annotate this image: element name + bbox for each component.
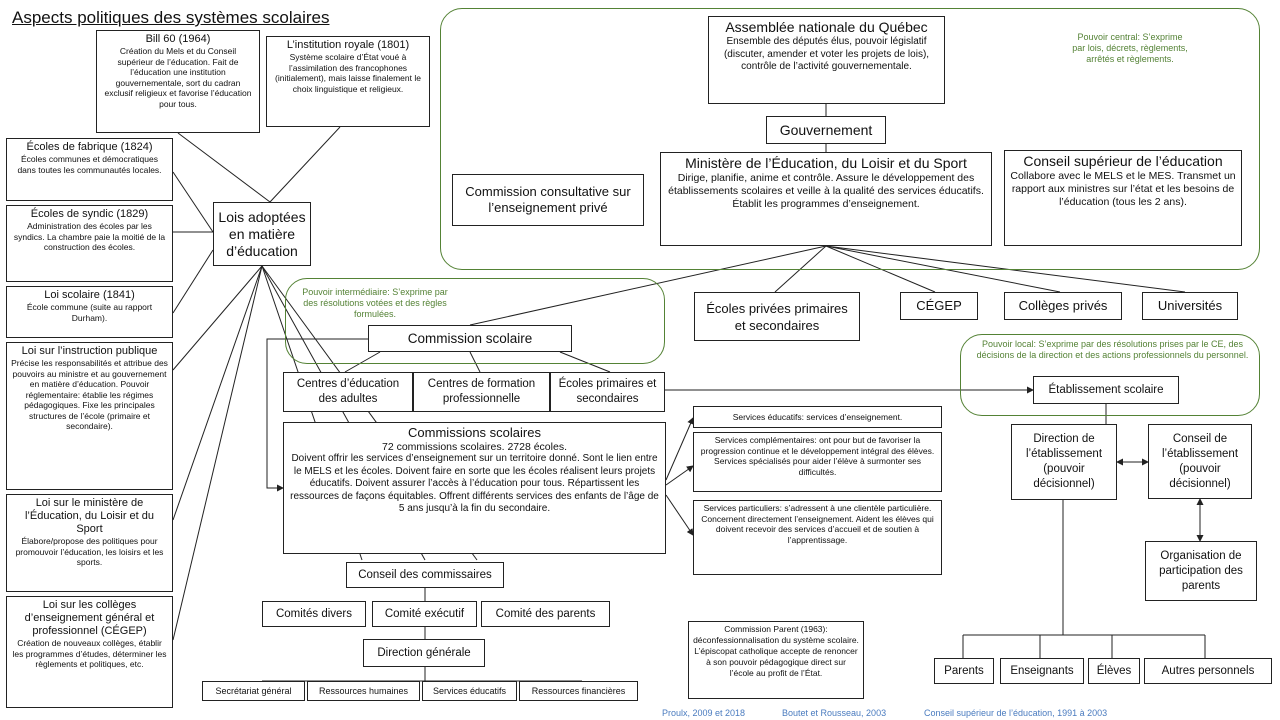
intermediate-power-note: Pouvoir intermédiaire: S’exprime par des… (302, 287, 448, 319)
law-ecoles-fabrique: Écoles de fabrique (1824) Écoles commune… (6, 138, 173, 201)
citation-conseil: Conseil supérieur de l’éducation, 1991 à… (924, 708, 1108, 718)
law-cegep: Loi sur les collèges d’enseignement géné… (6, 596, 173, 708)
direction-generale: Direction générale (363, 639, 485, 667)
etablissement-scolaire: Établissement scolaire (1033, 376, 1179, 404)
secretariat-general: Secrétariat général (202, 681, 305, 701)
central-power-note: Pouvoir central: S’exprime par lois, déc… (1072, 32, 1188, 64)
law-institution-royale: L’institution royale (1801) Système scol… (266, 36, 430, 127)
local-power-note: Pouvoir local: S’exprime par des résolut… (976, 339, 1249, 360)
ministere-education: Ministère de l’Éducation, du Loisir et d… (660, 152, 992, 246)
law-bill-60: Bill 60 (1964) Création du Mels et du Co… (96, 30, 260, 133)
law-loi-scolaire: Loi scolaire (1841) École commune (suite… (6, 286, 173, 338)
ressources-humaines: Ressources humaines (307, 681, 420, 701)
law-instruction-publique: Loi sur l’instruction publique Précise l… (6, 342, 173, 490)
member-parents: Parents (934, 658, 994, 684)
centre-education-adultes: Centres d’éducation des adultes (283, 372, 413, 412)
conseil-superieur: Conseil supérieur de l’éducation Collabo… (1004, 150, 1242, 246)
gouvernement: Gouvernement (766, 116, 886, 144)
law-ecoles-syndic: Écoles de syndic (1829) Administration d… (6, 205, 173, 282)
universites: Universités (1142, 292, 1238, 320)
member-enseignants: Enseignants (1000, 658, 1084, 684)
centre-formation-professionnelle: Centres de formation professionnelle (413, 372, 550, 412)
citation-boutet: Boutet et Rousseau, 2003 (782, 708, 887, 718)
direction-etablissement: Direction de l’établissement (pouvoir dé… (1011, 424, 1117, 500)
comite-executif: Comité exécutif (372, 601, 477, 627)
central-power-region (440, 8, 1260, 270)
laws-hub: Lois adoptées en matière d’éducation (213, 202, 311, 266)
ecoles-privees: Écoles privées primaires et secondaires (694, 292, 860, 341)
comite-parents: Comité des parents (481, 601, 610, 627)
commission-scolaire: Commission scolaire (368, 325, 572, 352)
local-power-region (960, 334, 1260, 416)
commission-parent: Commission Parent (1963): déconfessionna… (688, 621, 864, 699)
citation-proulx: Proulx, 2009 et 2018 (662, 708, 746, 718)
member-eleves: Élèves (1088, 658, 1140, 684)
intermediate-power-region (285, 278, 665, 364)
commissions-scolaires-details: Commissions scolaires 72 commissions sco… (283, 422, 666, 554)
conseil-commissaires: Conseil des commissaires (346, 562, 504, 588)
organisation-participation-parents: Organisation de participation des parent… (1145, 541, 1257, 601)
services-educatifs: Services éducatifs: services d’enseignem… (693, 406, 942, 428)
law-ministere: Loi sur le ministère de l’Éducation, du … (6, 494, 173, 592)
services-educatifs-dg: Services éducatifs (422, 681, 517, 701)
ressources-financieres: Ressources financières (519, 681, 638, 701)
page-title: Aspects politiques des systèmes scolaire… (12, 8, 330, 27)
assemblee-nationale: Assemblée nationale du Québec Ensemble d… (708, 16, 945, 104)
colleges-prives: Collèges privés (1004, 292, 1122, 320)
conseil-etablissement: Conseil de l’établissement (pouvoir déci… (1148, 424, 1252, 499)
comites-divers: Comités divers (262, 601, 366, 627)
commission-consultative: Commission consultative sur l’enseigneme… (452, 174, 644, 226)
ecoles-primaires-secondaires: Écoles primaires et secondaires (550, 372, 665, 412)
cegep: CÉGEP (900, 292, 978, 320)
member-autres-personnels: Autres personnels (1144, 658, 1272, 684)
services-complementaires: Services complémentaires: ont pour but d… (693, 432, 942, 492)
services-particuliers: Services particuliers: s’adressent à une… (693, 500, 942, 575)
